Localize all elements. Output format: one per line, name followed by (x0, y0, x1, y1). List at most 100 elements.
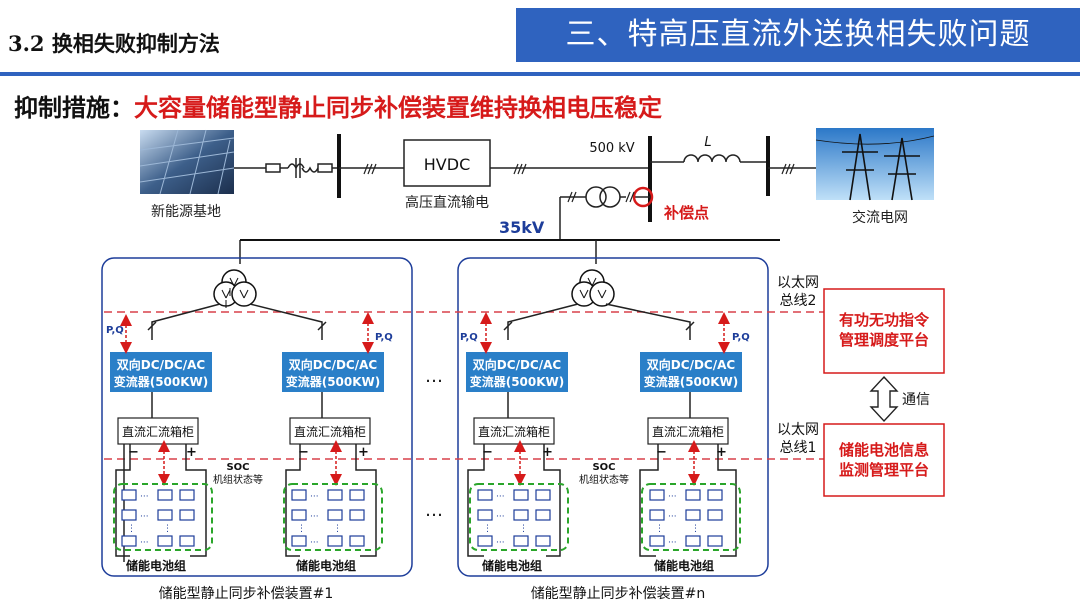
pq-label-na: P,Q (460, 332, 478, 343)
battery-label-1b: 储能电池组 (296, 558, 356, 573)
minus-nb: − (656, 445, 667, 460)
svg-text:···: ··· (496, 512, 505, 522)
svg-text:···: ··· (496, 492, 505, 502)
voltage-500: 500 kV (589, 141, 634, 156)
svg-text:⋮: ⋮ (333, 524, 342, 534)
battery-platform-line2: 监测管理平台 (839, 461, 929, 479)
inductor-symbol (683, 154, 741, 163)
hvdc-label: 高压直流输电 (405, 194, 489, 211)
ethernet-label-2: 以太网 (777, 275, 819, 291)
voltage-35: 35kV (499, 218, 545, 237)
inductor-label: L (704, 135, 711, 150)
header-divider (0, 72, 1080, 76)
svg-text:···: ··· (310, 492, 319, 502)
converter-nb-line1: 双向DC/DC/AC (647, 357, 736, 372)
pq-label-1a: P,Q (106, 325, 124, 336)
ellipsis-lower: … (425, 500, 443, 521)
hvdc-text: HVDC (424, 155, 470, 174)
svg-text:···: ··· (668, 538, 677, 548)
communication-arrow-icon (869, 375, 899, 423)
combiner-1a-label: 直流汇流箱柜 (122, 424, 194, 439)
minus-1b: − (298, 445, 309, 460)
svg-text:···: ··· (310, 512, 319, 522)
grid-image (815, 128, 935, 201)
converter-block-1a (110, 352, 212, 392)
combiner-na-label: 直流汇流箱柜 (478, 424, 550, 439)
combiner-1b-label: 直流汇流箱柜 (294, 424, 366, 439)
svg-text:···: ··· (140, 492, 149, 502)
ethernet-label-1: 以太网 (777, 422, 819, 438)
svg-text:···: ··· (140, 512, 149, 522)
battery-label-nb: 储能电池组 (654, 558, 714, 573)
svg-text:···: ··· (668, 512, 677, 522)
hvdc-box (403, 139, 491, 187)
svg-text:···: ··· (310, 538, 319, 548)
dispatch-platform-box (823, 288, 945, 374)
comp-point-marker (632, 186, 654, 208)
minus-na: − (482, 445, 493, 460)
communication-label: 通信 (902, 392, 930, 408)
soc-label-n: SOC (592, 462, 615, 473)
plus-1b: + (358, 445, 369, 460)
converter-1b-line1: 双向DC/DC/AC (289, 357, 378, 372)
unit-status-n: 机组状态等 (579, 473, 629, 486)
converter-na-line1: 双向DC/DC/AC (473, 357, 562, 372)
ellipsis-upper: … (425, 366, 443, 387)
svg-text:⋮: ⋮ (297, 524, 306, 534)
svg-text:⋮: ⋮ (163, 524, 172, 534)
plus-na: + (542, 445, 553, 460)
measure-label: 抑制措施： (14, 93, 134, 122)
converter-1a-line2: 变流器(500KW) (114, 374, 209, 389)
svg-text:···: ··· (140, 538, 149, 548)
section-title: 3.2 换相失败抑制方法 (8, 31, 220, 56)
converter-1a-line1: 双向DC/DC/AC (117, 357, 206, 372)
source-label: 新能源基地 (151, 203, 221, 220)
converter-block-nb (640, 352, 742, 392)
battery-platform-box (823, 423, 945, 497)
device-n-label: 储能型静止同步补偿装置#n (531, 586, 706, 602)
bus-2-label: 总线2 (780, 293, 817, 309)
converter-nb-line2: 变流器(500KW) (644, 374, 739, 389)
plus-1a: + (186, 445, 197, 460)
bus-1-label: 总线1 (780, 440, 817, 456)
converter-block-na (466, 352, 568, 392)
dispatch-platform-line2: 管理调度平台 (839, 331, 929, 349)
pv-image (139, 129, 235, 195)
battery-group-1a (113, 483, 213, 551)
svg-text:⋮: ⋮ (483, 524, 492, 534)
svg-text:⋮: ⋮ (655, 524, 664, 534)
device-1-internals (115, 269, 377, 562)
device-panel-1 (101, 257, 413, 577)
battery-group-nb (641, 483, 741, 551)
battery-label-1a: 储能电池组 (126, 558, 186, 573)
combiner-na (473, 417, 555, 445)
svg-text:⋮: ⋮ (519, 524, 528, 534)
battery-group-1b (283, 483, 383, 551)
battery-label-na: 储能电池组 (482, 558, 542, 573)
combiner-1b (289, 417, 371, 445)
combiner-nb-label: 直流汇流箱柜 (652, 424, 724, 439)
unit-status-1: 机组状态等 (213, 473, 263, 486)
battery-groups: ········· ········· ········· ········· … (113, 483, 741, 551)
pq-label-nb: P,Q (732, 332, 750, 343)
svg-text:···: ··· (496, 538, 505, 548)
plus-nb: + (716, 445, 727, 460)
pq-label-1b: P,Q (375, 332, 393, 343)
dispatch-platform-line1: 有功无功指令 (839, 311, 930, 329)
combiner-1a (117, 417, 199, 445)
converter-1b-line2: 变流器(500KW) (286, 374, 381, 389)
grid-label: 交流电网 (852, 209, 908, 226)
soc-label-1: SOC (226, 462, 249, 473)
measure-text: 大容量储能型静止同步补偿装置维持换相电压稳定 (134, 93, 662, 122)
converter-na-line2: 变流器(500KW) (470, 374, 565, 389)
svg-text:···: ··· (668, 492, 677, 502)
device-n-internals (467, 269, 737, 557)
device-1-label: 储能型静止同步补偿装置#1 (159, 586, 334, 602)
measure-heading: 抑制措施：大容量储能型静止同步补偿装置维持换相电压稳定 (14, 88, 662, 123)
svg-text:⋮: ⋮ (691, 524, 700, 534)
minus-1a: − (128, 445, 139, 460)
battery-group-na (469, 483, 569, 551)
device-panel-n (457, 257, 769, 577)
converter-block-1b (282, 352, 384, 392)
